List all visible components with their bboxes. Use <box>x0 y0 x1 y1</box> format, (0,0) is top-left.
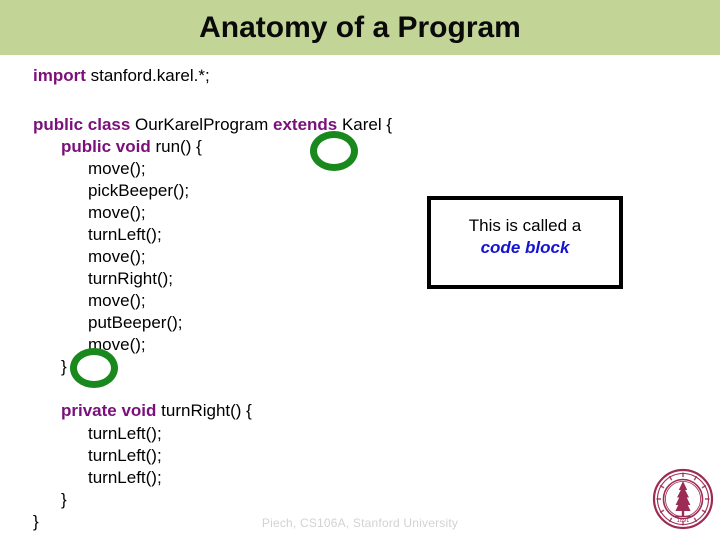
code-keyword-public-void: public void <box>61 137 151 156</box>
code-keyword-private-void: private void <box>61 401 157 420</box>
svg-text:1891: 1891 <box>677 518 690 524</box>
code-line-turnleft-c: turnLeft(); <box>88 468 162 487</box>
code-keyword-public-class: public class <box>33 115 131 134</box>
code-line-close-turnright: } <box>61 490 67 509</box>
code-line-run-decl: public void run() { <box>61 136 202 158</box>
code-line-turnleft-a: turnLeft(); <box>88 424 162 443</box>
code-line-close-run: } <box>61 357 67 376</box>
code-keyword-import: import <box>33 66 86 85</box>
code-line-putbeeper: putBeeper(); <box>88 313 183 332</box>
code-keyword-extends: extends <box>273 115 338 134</box>
code-line-class-decl: public class OurKarelProgram extends Kar… <box>33 114 392 136</box>
footer-credit: Piech, CS106A, Stanford University <box>261 516 459 530</box>
code-line-close-class: } <box>33 512 39 531</box>
code-text-class-name: OurKarelProgram <box>130 115 273 134</box>
code-line-turnleft-1: turnLeft(); <box>88 225 162 244</box>
callout-line-2-emphasis: code block <box>480 237 570 257</box>
callout-code-block: This is called a code block <box>427 196 623 289</box>
code-line-move-4: move(); <box>88 291 146 310</box>
code-text-turnright-signature: turnRight() { <box>156 401 252 420</box>
code-text-superclass: Karel { <box>337 115 393 134</box>
code-line-turnleft-b: turnLeft(); <box>88 446 162 465</box>
code-text-run-signature: run() { <box>150 137 202 156</box>
page-title: Anatomy of a Program <box>199 10 521 44</box>
code-line-move-3: move(); <box>88 247 146 266</box>
code-line-move-1: move(); <box>88 159 146 178</box>
slide-header-band: Anatomy of a Program <box>0 0 720 55</box>
code-line-turnright-decl: private void turnRight() { <box>61 400 252 422</box>
code-line-import: import stanford.karel.*; <box>33 65 210 87</box>
code-text-import-package: stanford.karel.*; <box>85 66 210 85</box>
code-listing: import stanford.karel.*; public class Ou… <box>0 55 720 540</box>
code-line-turnright-call: turnRight(); <box>88 269 174 288</box>
highlight-ring-close-brace-icon <box>70 348 118 388</box>
callout-line-1: This is called a <box>468 215 582 235</box>
code-line-pickbeeper: pickBeeper(); <box>88 181 190 200</box>
code-line-move-2: move(); <box>88 203 146 222</box>
highlight-ring-open-brace-icon <box>310 131 358 171</box>
stanford-university-seal-icon: 1891 <box>652 466 714 532</box>
